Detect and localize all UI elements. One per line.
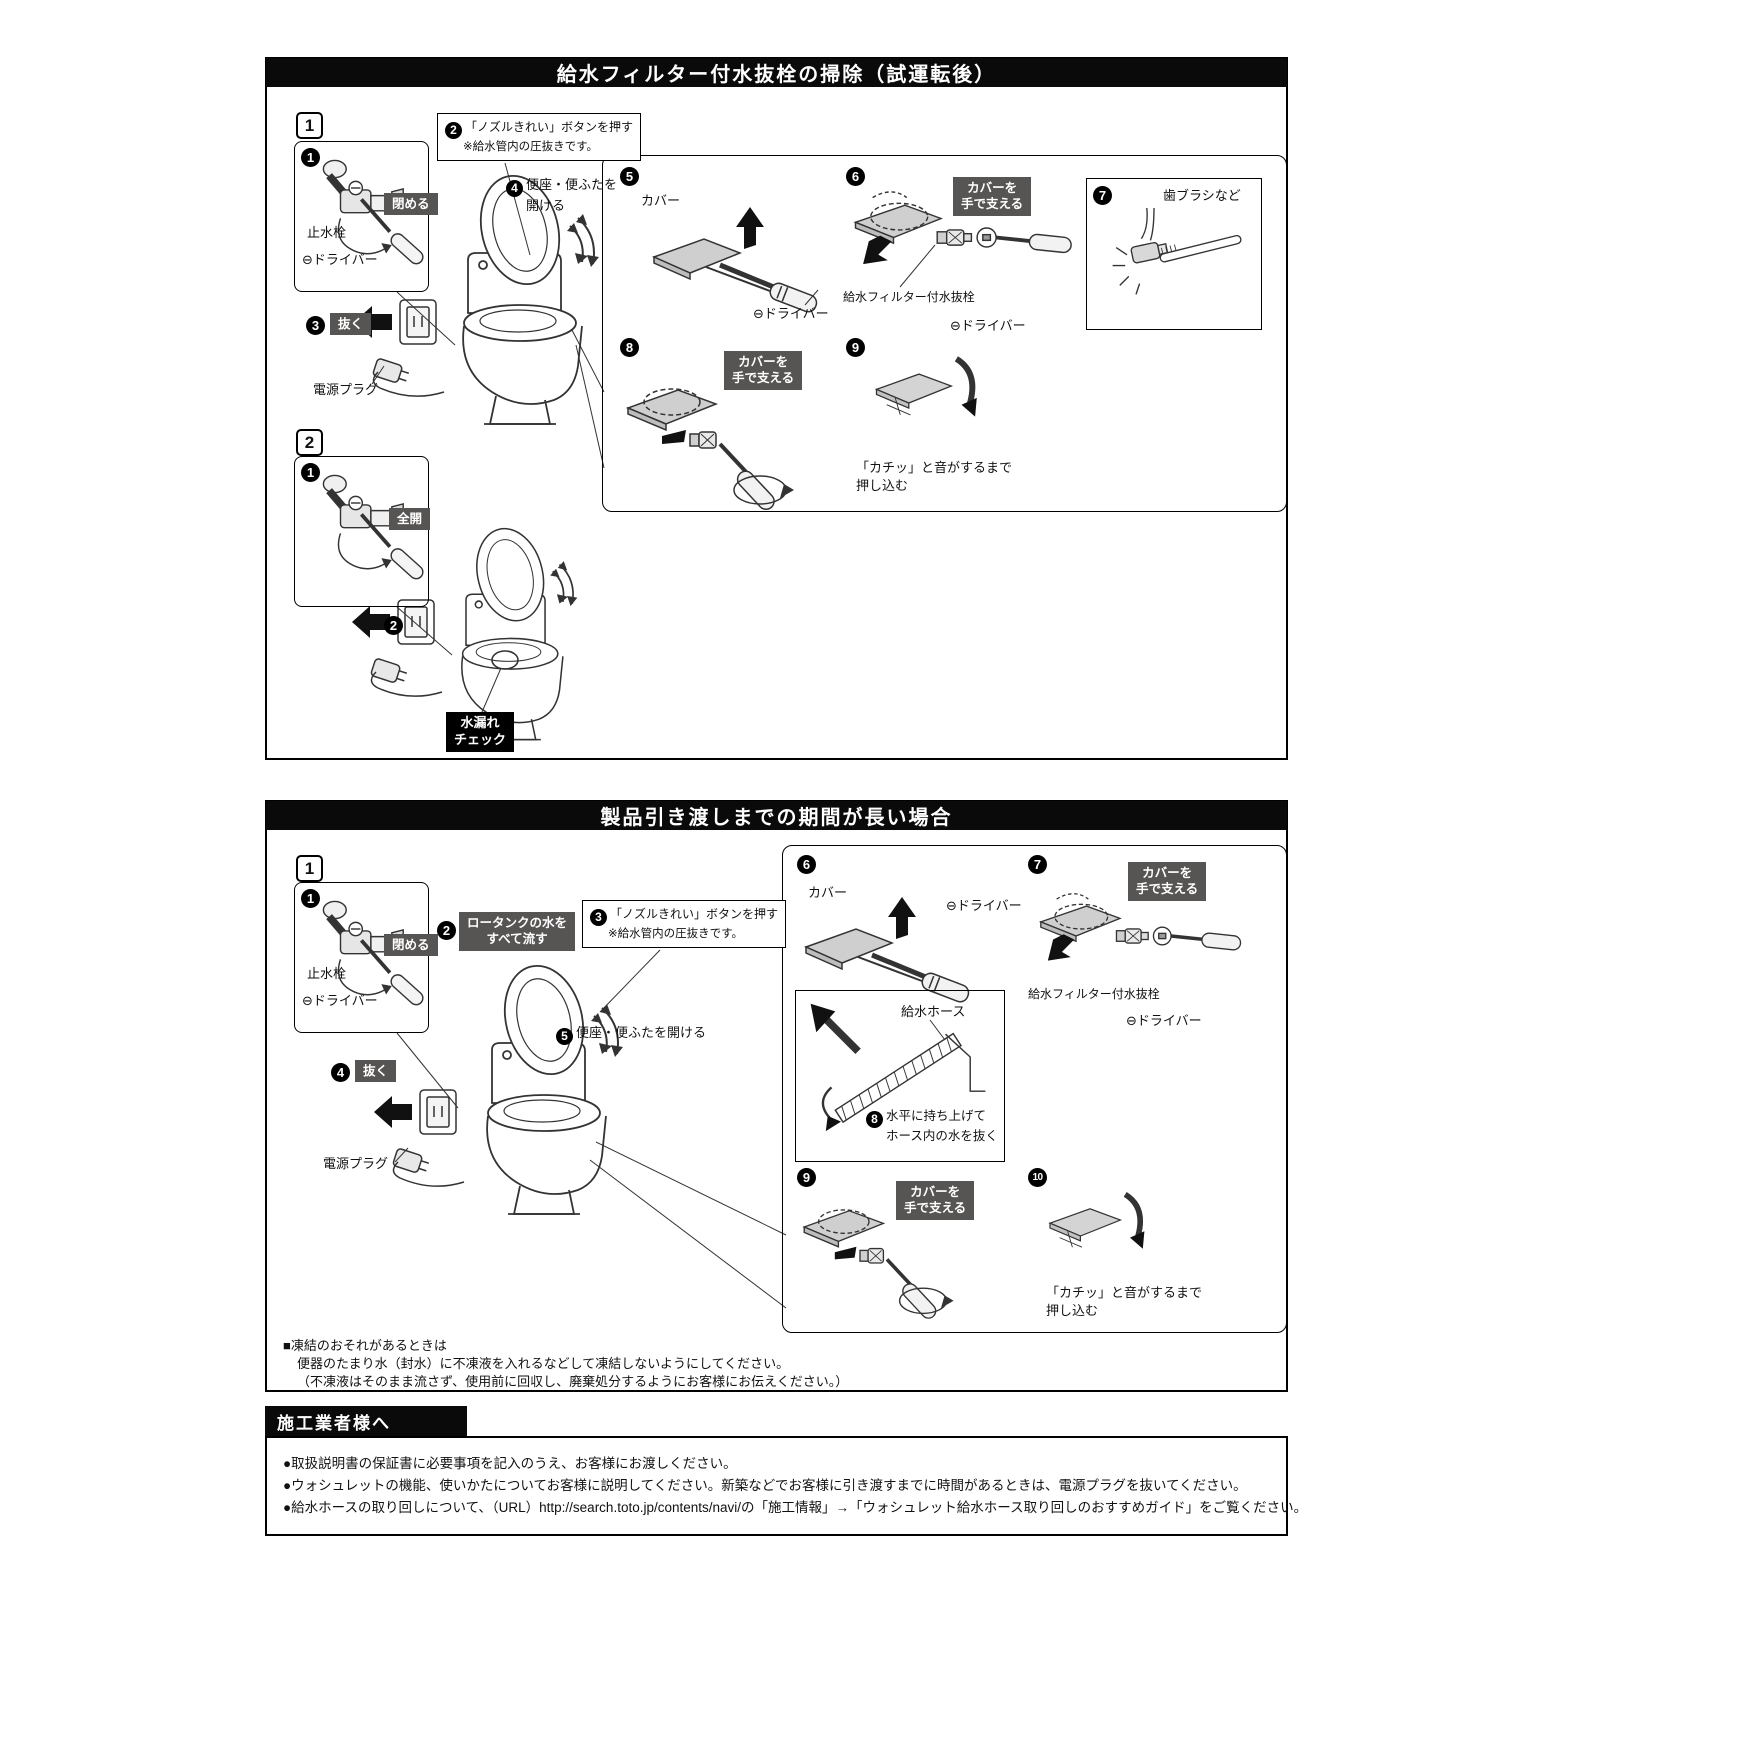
step-circle-2b: 2 [384,616,403,635]
nozzle-clean-note: 2「ノズルきれい」ボタンを押す ※給水管内の圧抜きです。 [437,113,642,161]
step-circle-6: 6 [846,167,865,186]
step-circle-1: 1 [301,148,320,167]
flush-tank-badge: ロータンクの水をすべて流す [459,912,576,951]
click-sound-note-s2: 「カチッ」と音がするまで押し込む [1046,1285,1203,1319]
step-circle-1b: 1 [301,463,320,482]
stop-valve-label-s2: 止水栓 [307,966,347,981]
close-valve-badge: 閉める [384,193,438,216]
contractor-bullet-1: ●取扱説明書の保証書に必要事項を記入のうえ、お客様にお渡しください。 [283,1456,737,1471]
step-1-marker-s2: 1 [296,855,323,882]
step-circle-1-s2: 1 [301,889,320,908]
step-circle-7: 7 [1093,186,1112,205]
screwdriver-label: ⊖ドライバー [302,252,378,267]
nozzle-note-line1-s2: 3「ノズルきれい」ボタンを押す [590,905,778,926]
valve-detail-box-s2 [294,882,429,1033]
cover-label-s2: カバー [808,885,848,900]
step-circle-2-s2: 2 [437,921,456,940]
contractor-bullet-3: ●給水ホースの取り回しについて、（URL）http://search.toto.… [283,1500,1308,1515]
power-plug-label: 電源プラグ [313,382,379,397]
contractor-box [265,1436,1288,1536]
screwdriver-label-s2: ⊖ドライバー [302,993,378,1008]
section2-title: 製品引き渡しまでの期間が長い場合 [600,807,953,829]
step-circle-3: 3 [306,316,325,335]
close-valve-badge-s2: 閉める [384,934,438,957]
step-circle-8-s2: 8 [866,1110,883,1128]
valve-detail-box [294,141,429,292]
hose-label: 給水ホース [901,1004,966,1019]
step-circle-8: 8 [620,338,639,357]
contractor-bullet-2: ●ウォシュレットの機能、使いかたについてお客様に説明してください。新築などでお客… [283,1478,1247,1493]
unplug-badge: 抜く [330,313,372,336]
freeze-warning-line3: （不凍液はそのまま流さず、使用前に回収し、廃棄処分するようにお客様にお伝えくださ… [297,1374,849,1389]
full-open-badge: 全開 [389,508,431,531]
cover-label: カバー [641,193,681,208]
step-circle-5-s2: 5 [556,1027,573,1045]
step-circle-4-s2: 4 [331,1063,350,1082]
nozzle-note-line2-s2: ※給水管内の圧抜きです。 [608,927,743,940]
valve-detail-box-2 [294,456,429,607]
contractor-header: 施工業者様へ [265,1406,467,1436]
toothbrush-label: 歯ブラシなど [1163,188,1241,203]
screwdriver-label-6: ⊖ドライバー [950,318,1026,333]
step-circle-2: 2 [445,121,462,139]
step-circle-4: 4 [506,179,523,197]
step-circle-6-s2: 6 [797,855,816,874]
step-circle-9-s2: 9 [797,1168,816,1187]
section2-title-bar: 製品引き渡しまでの期間が長い場合 [266,801,1287,830]
hold-cover-badge: カバーを手で支える [953,177,1032,216]
screwdriver-label-5: ⊖ドライバー [753,306,829,321]
stop-valve-label: 止水栓 [307,225,347,240]
hold-cover-badge-8: カバーを手で支える [724,351,803,390]
step-circle-5: 5 [620,167,639,186]
freeze-warning-line2: 便器のたまり水（封水）に不凍液を入れるなどして凍結しないようにしてください。 [297,1356,790,1371]
step-2-marker: 2 [296,429,323,456]
toothbrush-box [1086,178,1262,330]
nozzle-note-line2: ※給水管内の圧抜きです。 [463,140,598,153]
step-circle-10-s2: 10 [1028,1168,1047,1187]
power-plug-label-s2: 電源プラグ [323,1156,389,1171]
steps-detail-panel [602,155,1287,512]
leader-lines [371,162,946,1309]
freeze-warning-title: ■凍結のおそれがあるときは [283,1338,447,1353]
step-circle-3-s2: 3 [590,908,607,926]
section-cleaning: 給水フィルター付水抜栓の掃除（試運転後） [265,57,1288,760]
step-circle-9: 9 [846,338,865,357]
filter-plug-label-s2: 給水フィルター付水抜栓 [1028,987,1160,1001]
hose-box [795,990,1005,1162]
hold-cover-badge-s2: カバーを手で支える [1128,862,1207,901]
nozzle-clean-note-s2: 3「ノズルきれい」ボタンを押す ※給水管内の圧抜きです。 [582,900,787,948]
step-circle-7-s2: 7 [1028,855,1047,874]
screwdriver-label-7-s2: ⊖ドライバー [1126,1013,1202,1028]
leak-check-badge: 水漏れチェック [446,712,514,752]
step-1-marker: 1 [296,112,323,139]
section1-title: 給水フィルター付水抜栓の掃除（試運転後） [556,64,997,86]
screwdriver-label-6-s2: ⊖ドライバー [946,898,1022,913]
section1-title-bar: 給水フィルター付水抜栓の掃除（試運転後） [266,58,1287,87]
unplug-badge-s2: 抜く [355,1060,397,1083]
nozzle-note-line1: 2「ノズルきれい」ボタンを押す [445,118,633,139]
steps-detail-panel-s2 [782,845,1287,1333]
section-long-handover: 製品引き渡しまでの期間が長い場合 [265,800,1288,1392]
click-sound-note: 「カチッ」と音がするまで押し込む [856,460,1013,494]
filter-plug-label: 給水フィルター付水抜栓 [843,290,975,304]
hold-cover-badge-9-s2: カバーを手で支える [896,1181,975,1220]
